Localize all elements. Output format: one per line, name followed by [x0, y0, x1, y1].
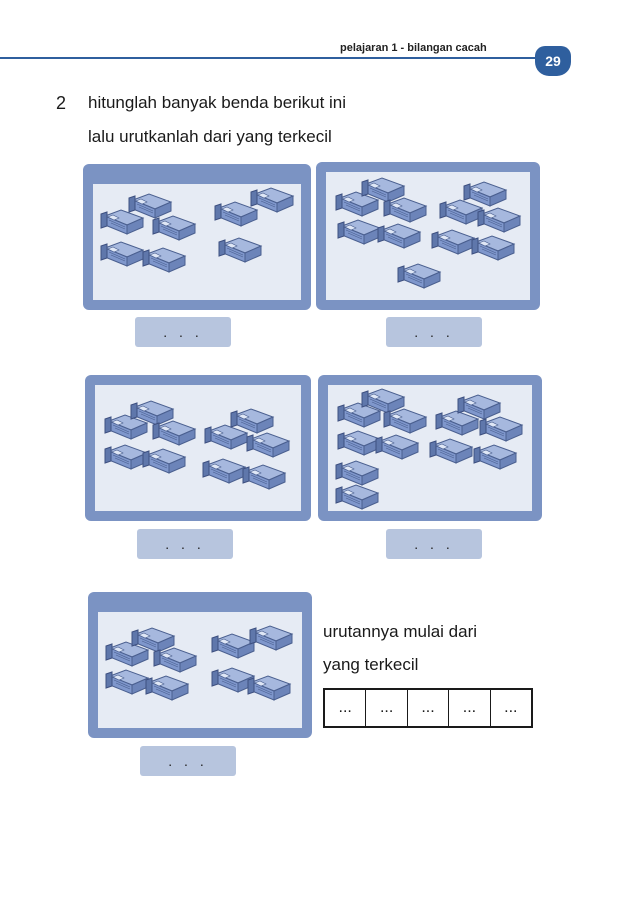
picture-area [328, 385, 532, 511]
picture-area [98, 612, 302, 728]
bed-icon [141, 246, 187, 276]
bed-icon [152, 646, 198, 676]
order-cell-5[interactable]: ... [504, 699, 518, 716]
bed-icon [476, 206, 522, 236]
answer-box-5[interactable]: . . . [140, 746, 236, 776]
bed-icon [245, 431, 291, 461]
order-cell-4[interactable]: ... [449, 690, 491, 726]
order-answer-table: ... ... ... ... ... [323, 688, 533, 728]
picture-area [95, 385, 301, 511]
picture-area [93, 184, 301, 300]
bed-icon [151, 419, 197, 449]
question-number: 2 [56, 93, 67, 113]
bed-icon [99, 240, 145, 270]
order-instruction-line-1: urutannya mulai dari [323, 622, 478, 641]
page-number-badge: 29 [535, 46, 571, 76]
bed-icon [334, 483, 380, 513]
picture-frame-5 [88, 592, 312, 738]
bed-icon [428, 437, 474, 467]
bed-icon [151, 214, 197, 244]
bed-icon [144, 674, 190, 704]
answer-box-3[interactable]: . . . [137, 529, 233, 559]
picture-frame-4 [318, 375, 542, 521]
picture-frame-3 [85, 375, 311, 521]
bed-icon [248, 624, 294, 654]
bed-icon [217, 236, 263, 266]
picture-frame-1 [83, 164, 311, 310]
bed-icon [376, 222, 422, 252]
chapter-title: pelajaran 1 - bilangan cacah [340, 42, 487, 54]
bed-icon [396, 262, 442, 292]
header-rule [0, 57, 540, 59]
answer-box-4[interactable]: . . . [386, 529, 482, 559]
bed-icon [470, 234, 516, 264]
bed-icon [249, 186, 295, 216]
order-cell-3[interactable]: ... [408, 690, 450, 726]
bed-icon [246, 674, 292, 704]
bed-icon [478, 415, 524, 445]
bed-icon [374, 433, 420, 463]
question-line-1: hitunglah banyak benda berikut ini [88, 93, 347, 112]
picture-area [326, 172, 530, 300]
order-instruction-line-2: yang terkecil [323, 655, 419, 674]
bed-icon [141, 447, 187, 477]
answer-box-1[interactable]: . . . [135, 317, 231, 347]
answer-box-2[interactable]: . . . [386, 317, 482, 347]
bed-icon [472, 443, 518, 473]
picture-frame-2 [316, 162, 540, 310]
order-cell-1[interactable]: ... [325, 690, 367, 726]
order-cell-2[interactable]: ... [366, 690, 408, 726]
bed-icon [241, 463, 287, 493]
question-line-2: lalu urutkanlah dari yang terkecil [88, 127, 332, 146]
